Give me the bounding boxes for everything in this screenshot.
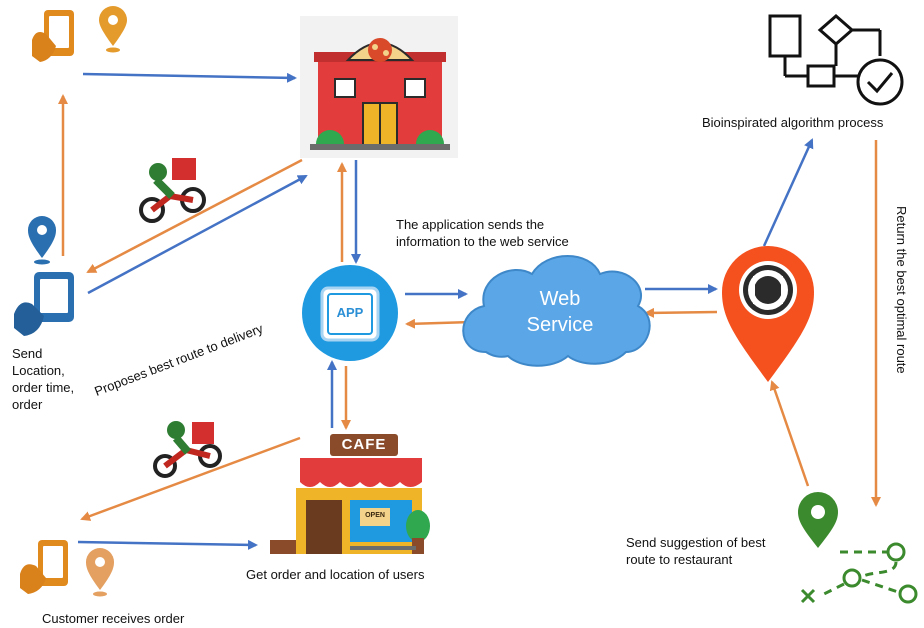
cafe-sign: CAFE [341, 436, 387, 453]
return-route-label: Return the best optimal route [894, 206, 909, 374]
app-label: APP [336, 305, 364, 320]
delivery-bike-icon-top [139, 158, 206, 223]
arrow-pin-to-webservice [644, 307, 718, 318]
get-order-label: Get order and location of users [246, 567, 425, 582]
arrow-phone-to-restaurant [82, 72, 297, 83]
arrow-pin-to-algorithm [762, 138, 814, 247]
top-phone-icon [32, 10, 74, 62]
customer-receives-label: Customer receives order [42, 611, 185, 626]
arrow-customer-to-cafe [77, 539, 258, 550]
arrow-route-to-pin [769, 380, 810, 487]
customer-phone-icon [20, 540, 68, 594]
bio-algorithm-label: Bioinspirated algorithm process [702, 115, 884, 130]
left-location-pin-icon [28, 216, 56, 265]
arrow-webservice-to-app [405, 318, 473, 329]
top-location-pin-icon [99, 6, 127, 53]
arrows [58, 72, 881, 550]
cafe-icon [270, 434, 430, 554]
flowchart-icon [768, 14, 904, 106]
web-service-cloud[interactable] [462, 255, 651, 367]
web-service-label: Web Service [500, 286, 620, 338]
restaurant-pin-icon[interactable] [722, 246, 814, 382]
send-suggestion-line2: route to restaurant [626, 552, 733, 567]
send-location-label: Send Location, order time, order [12, 345, 74, 413]
sends-info-line2: information to the web service [396, 234, 569, 249]
send-suggestion-line1: Send suggestion of best [626, 535, 766, 550]
customer-location-pin-icon [86, 548, 114, 597]
delivery-bike-icon-bottom [153, 421, 222, 478]
open-sign: OPEN [365, 512, 385, 519]
left-phone-icon [14, 272, 74, 336]
sends-info-label: The application sends the information to… [396, 216, 569, 250]
web-service-line2: Service [526, 314, 594, 336]
route-icon [798, 492, 918, 604]
arrow-cafe-to-customer [80, 436, 301, 521]
restaurant-icon [300, 16, 458, 158]
arrow-restaurant-to-left-phone [86, 158, 303, 274]
web-service-line1: Web [539, 288, 581, 310]
sends-info-line1: The application sends the [396, 217, 545, 232]
send-location-line4: order [12, 397, 43, 412]
arrow-left-phone-to-restaurant [87, 174, 308, 295]
send-location-line2: Location, [12, 363, 65, 378]
app-icon[interactable] [302, 265, 398, 361]
send-location-line3: order time, [12, 380, 75, 395]
send-location-line1: Send [12, 346, 43, 361]
send-suggestion-label: Send suggestion of best route to restaur… [626, 534, 766, 568]
